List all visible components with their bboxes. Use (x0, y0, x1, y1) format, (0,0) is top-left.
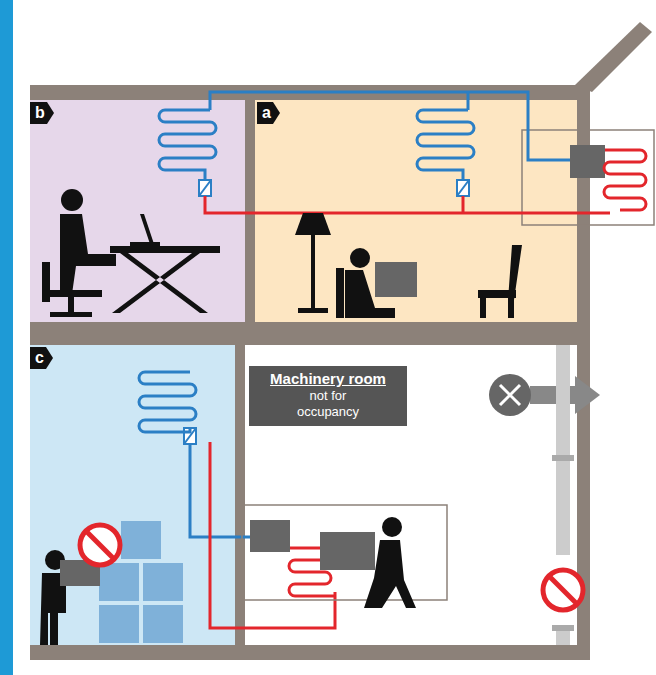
warning-sign: Machinery roomnot for occupancy (249, 366, 407, 426)
room-letter: c (30, 347, 53, 369)
sign-heading: Machinery room (257, 370, 399, 388)
room-letter: b (30, 102, 54, 124)
room-tag: b (30, 102, 54, 124)
room-tag: a (257, 102, 280, 124)
room-letter: a (257, 102, 280, 124)
sign-body: not for occupancy (288, 388, 368, 420)
room-tag: c (30, 347, 53, 369)
